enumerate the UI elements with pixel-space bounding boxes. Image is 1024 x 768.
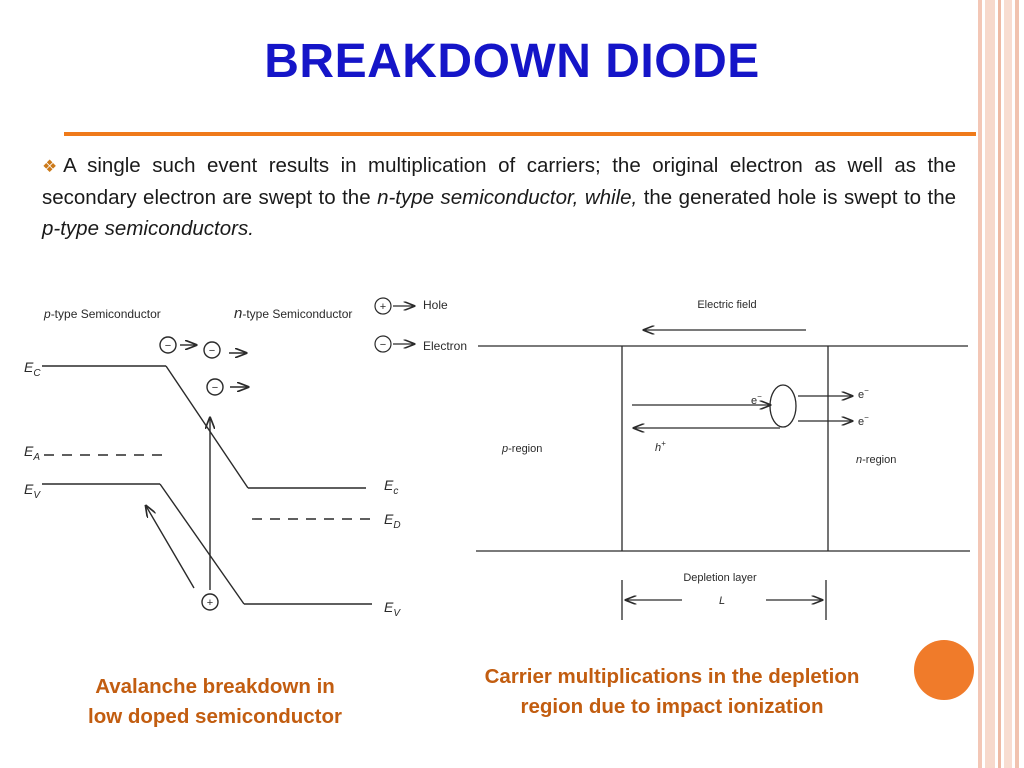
title-underline: [64, 132, 976, 136]
body-text-n-type: n-type semiconductor, while,: [377, 186, 638, 209]
ev-right-label: EV: [384, 599, 401, 619]
n-region-label: n-region: [856, 454, 896, 466]
electron-label: e−: [858, 413, 869, 428]
ionization-ellipse: [769, 384, 797, 428]
body-text-2: the generated hole is swept to the: [637, 186, 957, 209]
depletion-diagram-labels: Electric field p-region n-region e− e− e…: [501, 299, 896, 607]
caption-left-line2: low doped semiconductor: [88, 705, 342, 728]
decorative-stripes: [976, 0, 1024, 768]
caption-right-line2: region due to impact ionization: [520, 695, 824, 718]
diamond-bullet-icon: ❖: [42, 157, 64, 176]
length-label: L: [719, 595, 725, 607]
electron-legend-icon: [374, 335, 392, 353]
p-region-label: p-region: [501, 443, 542, 455]
ea-label: EA: [24, 443, 40, 463]
ev-slope: [159, 483, 245, 605]
depletion-layer-label: Depletion layer: [683, 572, 757, 584]
band-diagram-labels: p-type Semiconductor n-type Semiconducto…: [24, 305, 401, 619]
electron-label: e−: [751, 392, 762, 407]
legend-electron: Electron: [423, 339, 467, 353]
decorative-orange-circle: [914, 640, 974, 700]
ed-label: ED: [384, 511, 401, 531]
hole-diagonal-arrow: [146, 506, 195, 589]
caption-left-line1: Avalanche breakdown in: [95, 675, 335, 698]
minus-sign: −: [209, 345, 215, 357]
body-paragraph: ❖A single such event results in multipli…: [42, 150, 956, 244]
p-type-label: p-type Semiconductor: [43, 307, 161, 321]
caption-right-line1: Carrier multiplications in the depletion: [484, 665, 860, 688]
electron-circle: [159, 336, 177, 354]
body-text-1: A single such event results in multiplic…: [42, 154, 956, 209]
hole-legend-icon: [374, 297, 392, 315]
plus-sign: +: [207, 597, 213, 609]
legend: + Hole − Electron: [374, 297, 467, 353]
ec-left-label: EC: [24, 359, 41, 379]
hole-label: h+: [655, 439, 666, 454]
minus-sign: −: [165, 340, 171, 352]
caption-avalanche: Avalanche breakdown in low doped semicon…: [42, 672, 388, 732]
caption-carrier-multiplication: Carrier multiplications in the depletion…: [432, 662, 912, 722]
minus-sign: −: [212, 382, 218, 394]
band-diagram: [42, 336, 378, 611]
electron-label: e−: [858, 386, 869, 401]
plus-sign: +: [380, 301, 386, 313]
ec-right-label: Ec: [384, 477, 398, 497]
electron-circle: [203, 341, 221, 359]
body-text-p-type: p-type semiconductors.: [42, 217, 254, 240]
hole-circle: [201, 593, 219, 611]
ev-left-label: EV: [24, 481, 41, 501]
depletion-diagram: [476, 330, 970, 620]
n-type-label: n-type Semiconductor: [234, 305, 352, 322]
slide-title: BREAKDOWN DIODE: [264, 35, 760, 88]
electron-circle: [206, 378, 224, 396]
legend-hole: Hole: [423, 298, 448, 312]
electric-field-label: Electric field: [697, 299, 756, 311]
minus-sign: −: [380, 339, 386, 351]
